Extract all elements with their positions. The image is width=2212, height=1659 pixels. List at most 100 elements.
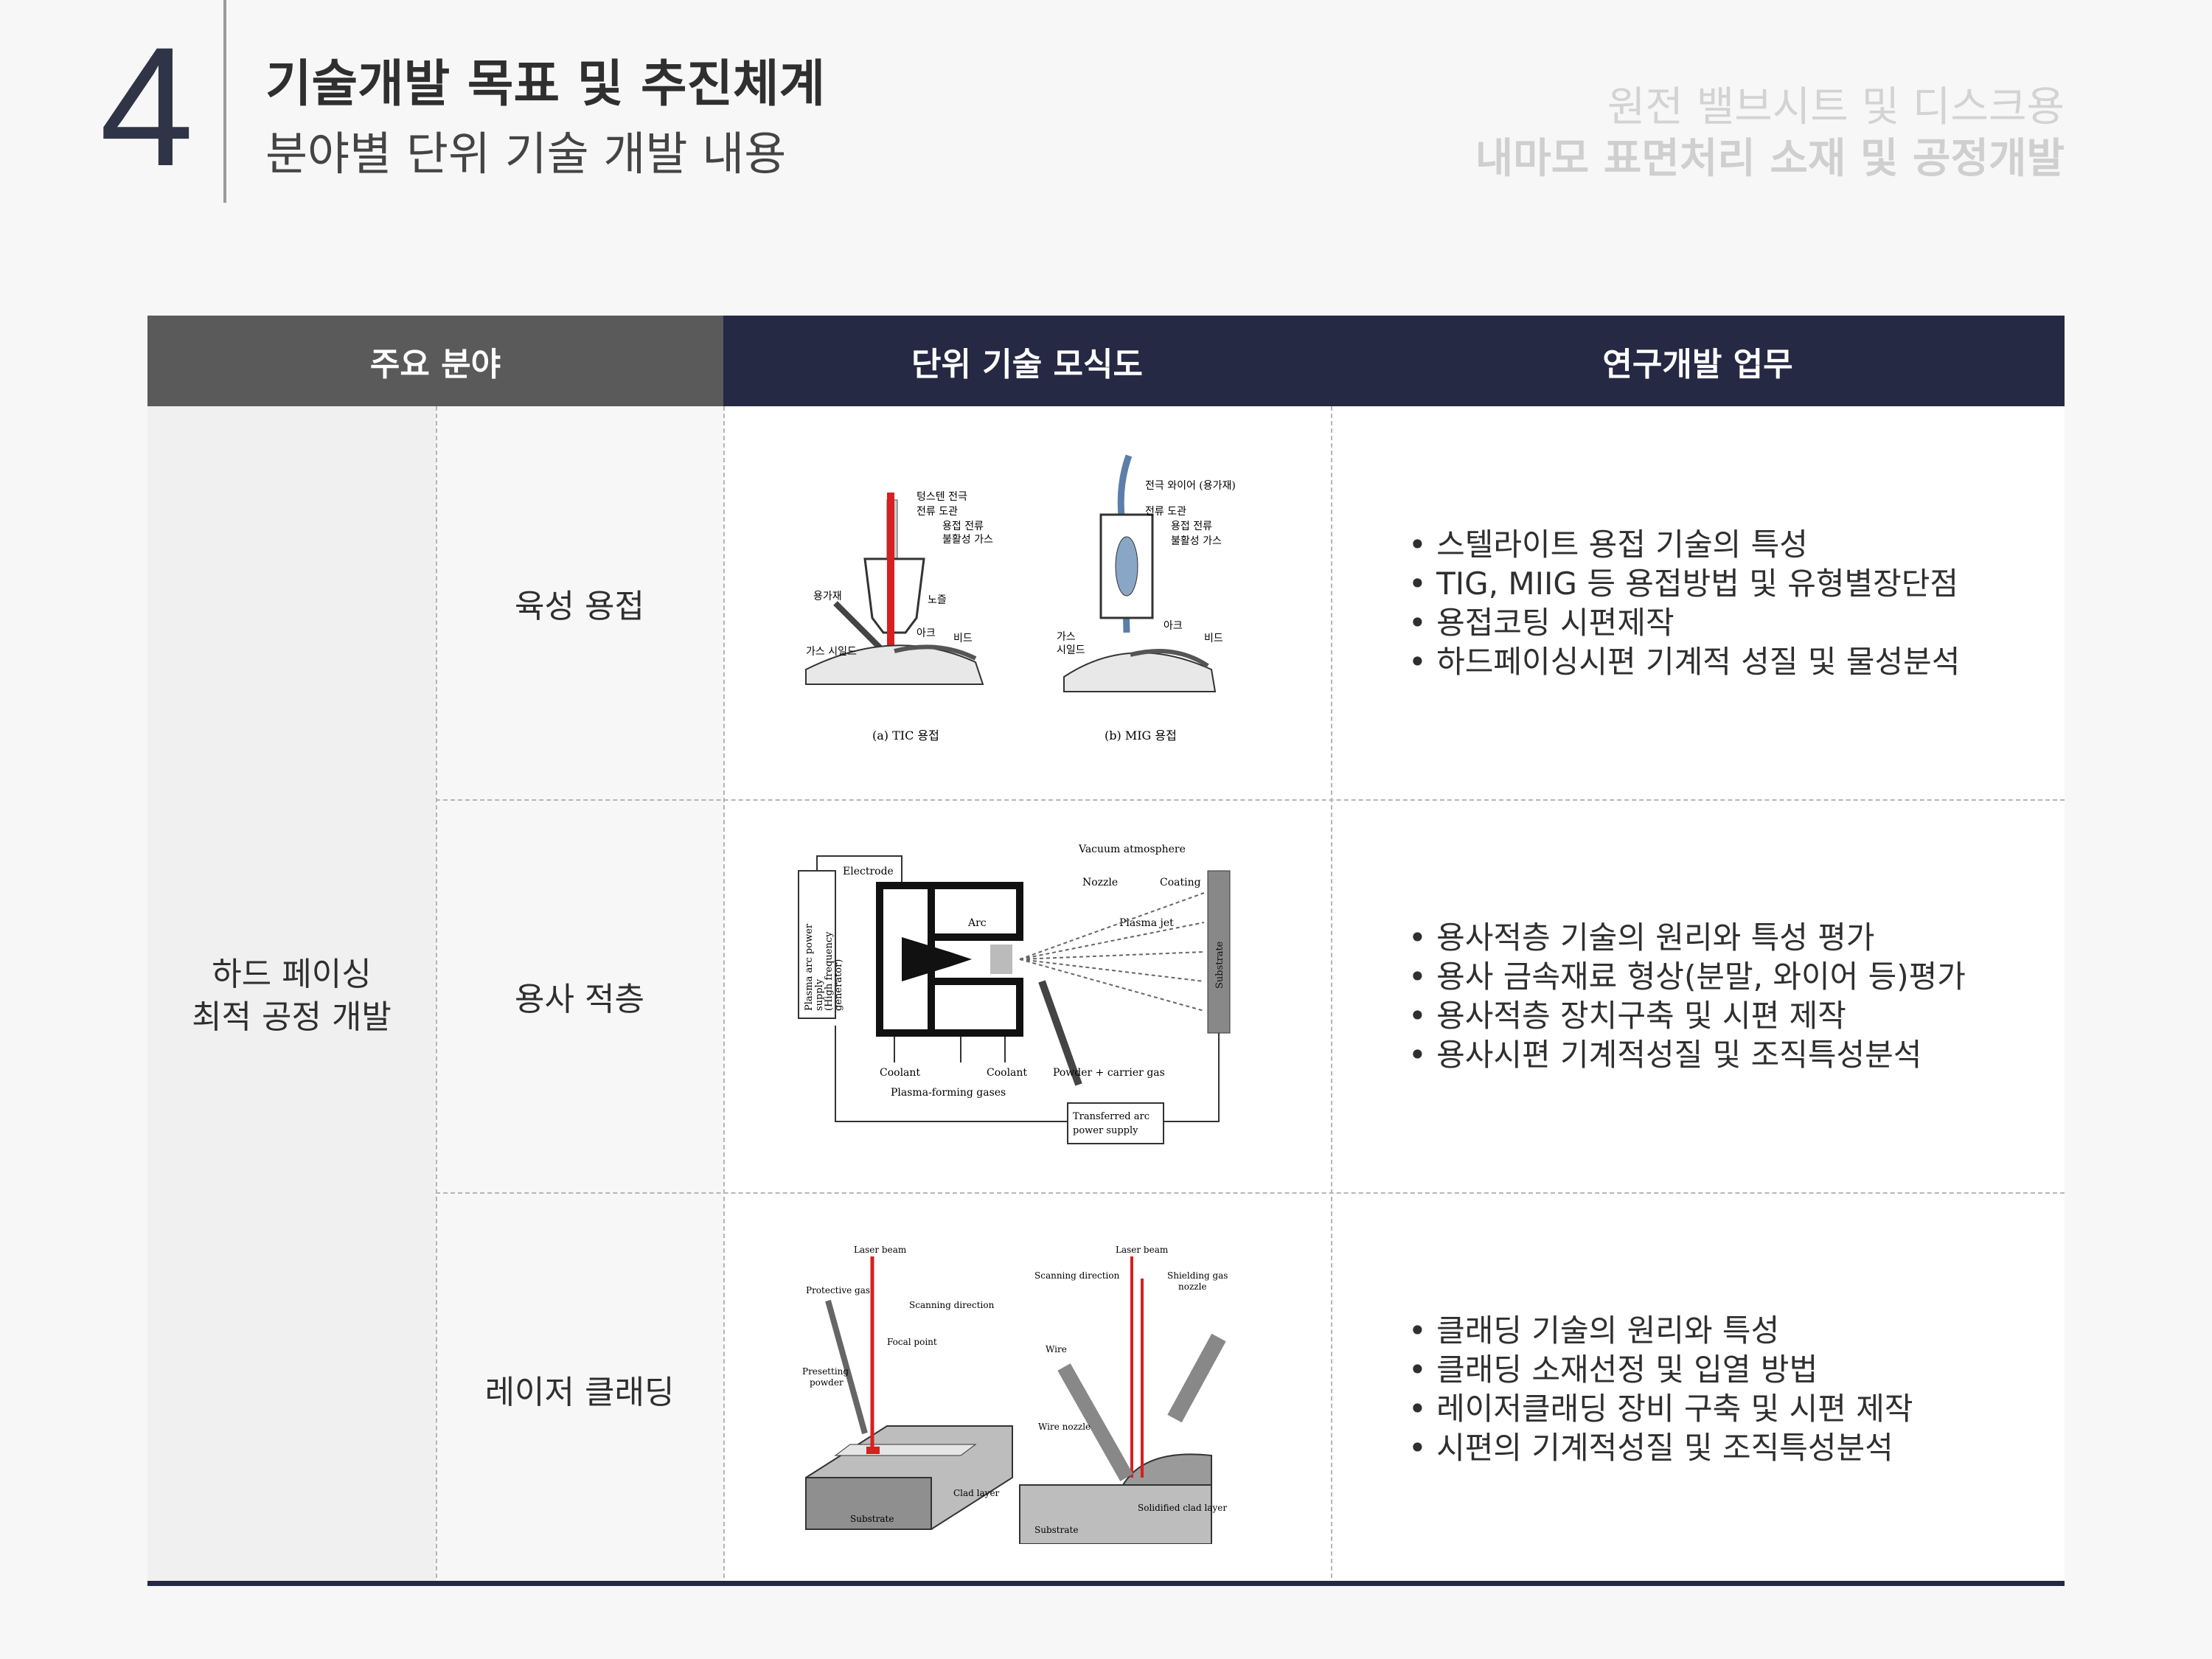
project-title-line2: 내마모 표면처리 소재 및 공정개발 [1475,135,2065,183]
tig-label-shield: 가스 시일드 [806,646,857,658]
task-list: 스텔라이트 용접 기술의 특성 TIG, MIIG 등 용접방법 및 유형별장단… [1331,525,1960,681]
tig-caption: (a) TIC 용접 [872,728,939,742]
task-item: 용접코팅 시편제작 [1408,603,1960,642]
column-header-tasks: 연구개발 업무 [1331,316,2065,406]
page-title: 기술개발 목표 및 추진체계 [265,55,826,114]
sub-field-weld-overlay: 육성 용접 [436,406,723,799]
spray-label-coating: Coating [1160,877,1201,888]
mig-label-gas2: 가스 [1057,631,1076,643]
diagram-cell-spray: Plasma arc power supply (High frequency … [723,799,1331,1192]
sub-field-thermal-spray: 용사 적층 [436,799,723,1192]
laser-label-nozzle: nozzle [1178,1281,1207,1292]
spray-label-coolant1: Coolant [880,1067,920,1079]
task-item: 시편의 기계적성질 및 조직특성분석 [1408,1428,1913,1467]
page-subtitle: 분야별 단위 기술 개발 내용 [265,127,787,181]
tig-label-filler: 용가재 [813,591,842,602]
mig-label-current: 용접 전류 [1171,521,1212,532]
thermal-spray-diagram: Plasma arc power supply (High frequency … [798,844,1231,1144]
sub-field-background [436,406,723,1585]
task-list: 용사적층 기술의 원리와 특성 평가 용사 금속재료 형상(분말, 와이어 등)… [1331,918,1966,1074]
diagram-cell-laser: Laser beam Protective gas Scanning direc… [723,1192,1331,1585]
plasma-gun [876,881,1023,1037]
mig-label-wire: 전극 와이어 (용가재) [1145,480,1236,492]
spray-label-coolant2: Coolant [987,1067,1027,1079]
laser-label-powder: powder [810,1377,844,1388]
spray-label-nozzle: Nozzle [1082,877,1118,888]
laser-label-scanning-b: Scanning direction [1034,1270,1120,1281]
tasks-cell-laser: 클래딩 기술의 원리와 특성 클래딩 소재선정 및 입열 방법 레이저클래딩 장… [1331,1192,2065,1585]
tig-label-arc: 아크 [917,627,936,639]
tig-label-current: 용접 전류 [942,521,984,532]
sub-field-label: 용사 적층 [515,980,644,1018]
task-item: 스텔라이트 용접 기술의 특성 [1408,525,1960,564]
tig-label-bead: 비드 [953,633,973,644]
spray-label-transferred1: Transferred arc [1073,1111,1150,1122]
spray-label-hf2: generator) [833,959,844,1010]
project-title-line1: 원전 밸브시트 및 디스크용 [1607,83,2065,131]
tig-label-nozzle: 노즐 [928,594,947,606]
task-item: 클래딩 기술의 원리와 특성 [1408,1311,1913,1350]
tasks-cell-welding: 스텔라이트 용접 기술의 특성 TIG, MIIG 등 용접방법 및 유형별장단… [1331,406,2065,799]
main-field-label: 하드 페이싱 최적 공정 개발 [192,956,392,1036]
section-number: 4 [100,12,194,201]
laser-label-beam-a: Laser beam [854,1245,907,1255]
laser-label-solidified: Solidified clad layer [1138,1503,1227,1513]
task-item: 클래딩 소재선정 및 입열 방법 [1408,1350,1913,1389]
tig-label-gas: 불활성 가스 [942,534,993,546]
spray-label-vacuum: Vacuum atmosphere [1078,844,1186,855]
spray-label-arc: Arc [967,917,987,929]
header-divider [223,0,226,203]
spray-label-power: Plasma arc power [804,923,815,1011]
column-header-diagram: 단위 기술 모식도 [723,316,1331,406]
spray-label-plasma-jet: Plasma jet [1119,917,1174,929]
development-table: 주요 분야 단위 기술 모식도 연구개발 업무 하드 페이싱 최적 공정 개발 … [147,316,2065,1586]
mig-label-bead: 비드 [1204,633,1223,644]
task-item: 하드페이싱시편 기계적 성질 및 물성분석 [1408,642,1960,681]
task-item: 용사 금속재료 형상(분말, 와이어 등)평가 [1408,957,1966,996]
sub-field-label: 육성 용접 [515,587,644,625]
table-bottom-rule [147,1581,2065,1586]
task-list: 클래딩 기술의 원리와 특성 클래딩 소재선정 및 입열 방법 레이저클래딩 장… [1331,1311,1913,1467]
spray-label-hf1: (High frequency [824,931,835,1010]
task-item: 용사적층 장치구축 및 시편 제작 [1408,996,1966,1035]
laser-label-wire-nozzle: Wire nozzle [1038,1422,1091,1432]
mig-label-conduit: 전류 도관 [1145,506,1186,518]
tig-torch [805,492,984,685]
table-divider-vertical [436,406,437,1585]
spray-label-transferred2: power supply [1073,1125,1138,1136]
sub-field-label: 레이저 클래딩 [484,1373,675,1411]
table-divider-vertical [723,406,725,1585]
tig-label-electrode: 텅스텐 전극 [917,491,967,503]
laser-label-wire: Wire [1046,1344,1067,1354]
main-field-cell: 하드 페이싱 최적 공정 개발 [147,406,436,1585]
laser-label-focal: Focal point [887,1337,937,1347]
tasks-cell-spray: 용사적층 기술의 원리와 특성 평가 용사 금속재료 형상(분말, 와이어 등)… [1331,799,2065,1192]
table-divider-horizontal [436,799,2065,801]
mig-caption: (b) MIG 용접 [1105,728,1177,742]
laser-label-scanning-a: Scanning direction [909,1300,995,1310]
laser-label-shielding: Shielding gas [1167,1270,1228,1281]
spray-label-electrode: Electrode [843,866,894,877]
spray-label-gases: Plasma-forming gases [891,1087,1006,1099]
mig-label-gas: 불활성 가스 [1171,535,1222,547]
substrate-block [1207,870,1231,1033]
mig-label-shield: 시일드 [1057,644,1085,656]
table-divider-horizontal [436,1192,2065,1194]
laser-label-presetting: Presetting [802,1366,849,1377]
substrate-block-b [1019,1484,1212,1544]
mig-torch [1063,453,1217,692]
table-divider-vertical [1331,406,1332,1585]
mig-label-arc: 아크 [1164,620,1183,632]
laser-cladding-diagram: Laser beam Protective gas Scanning direc… [802,1245,1228,1544]
diagram-cell-welding: 텅스텐 전극 전류 도관 용접 전류 불활성 가스 노즐 용가재 아크 비드 가… [723,406,1331,799]
laser-label-substrate-a: Substrate [850,1514,894,1524]
task-item: TIG, MIIG 등 용접방법 및 유형별장단점 [1408,564,1960,603]
sub-field-laser-cladding: 레이저 클래딩 [436,1192,723,1585]
tig-label-conduit: 전류 도관 [917,506,958,518]
task-item: 용사시편 기계적성질 및 조직특성분석 [1408,1035,1966,1074]
laser-label-beam-b: Laser beam [1116,1245,1169,1255]
spray-jet-lines [1019,891,1205,1012]
task-item: 용사적층 기술의 원리와 특성 평가 [1408,918,1966,957]
welding-diagram: 텅스텐 전극 전류 도관 용접 전류 불활성 가스 노즐 용가재 아크 비드 가… [805,453,1236,742]
laser-label-protective: Protective gas [806,1285,870,1295]
